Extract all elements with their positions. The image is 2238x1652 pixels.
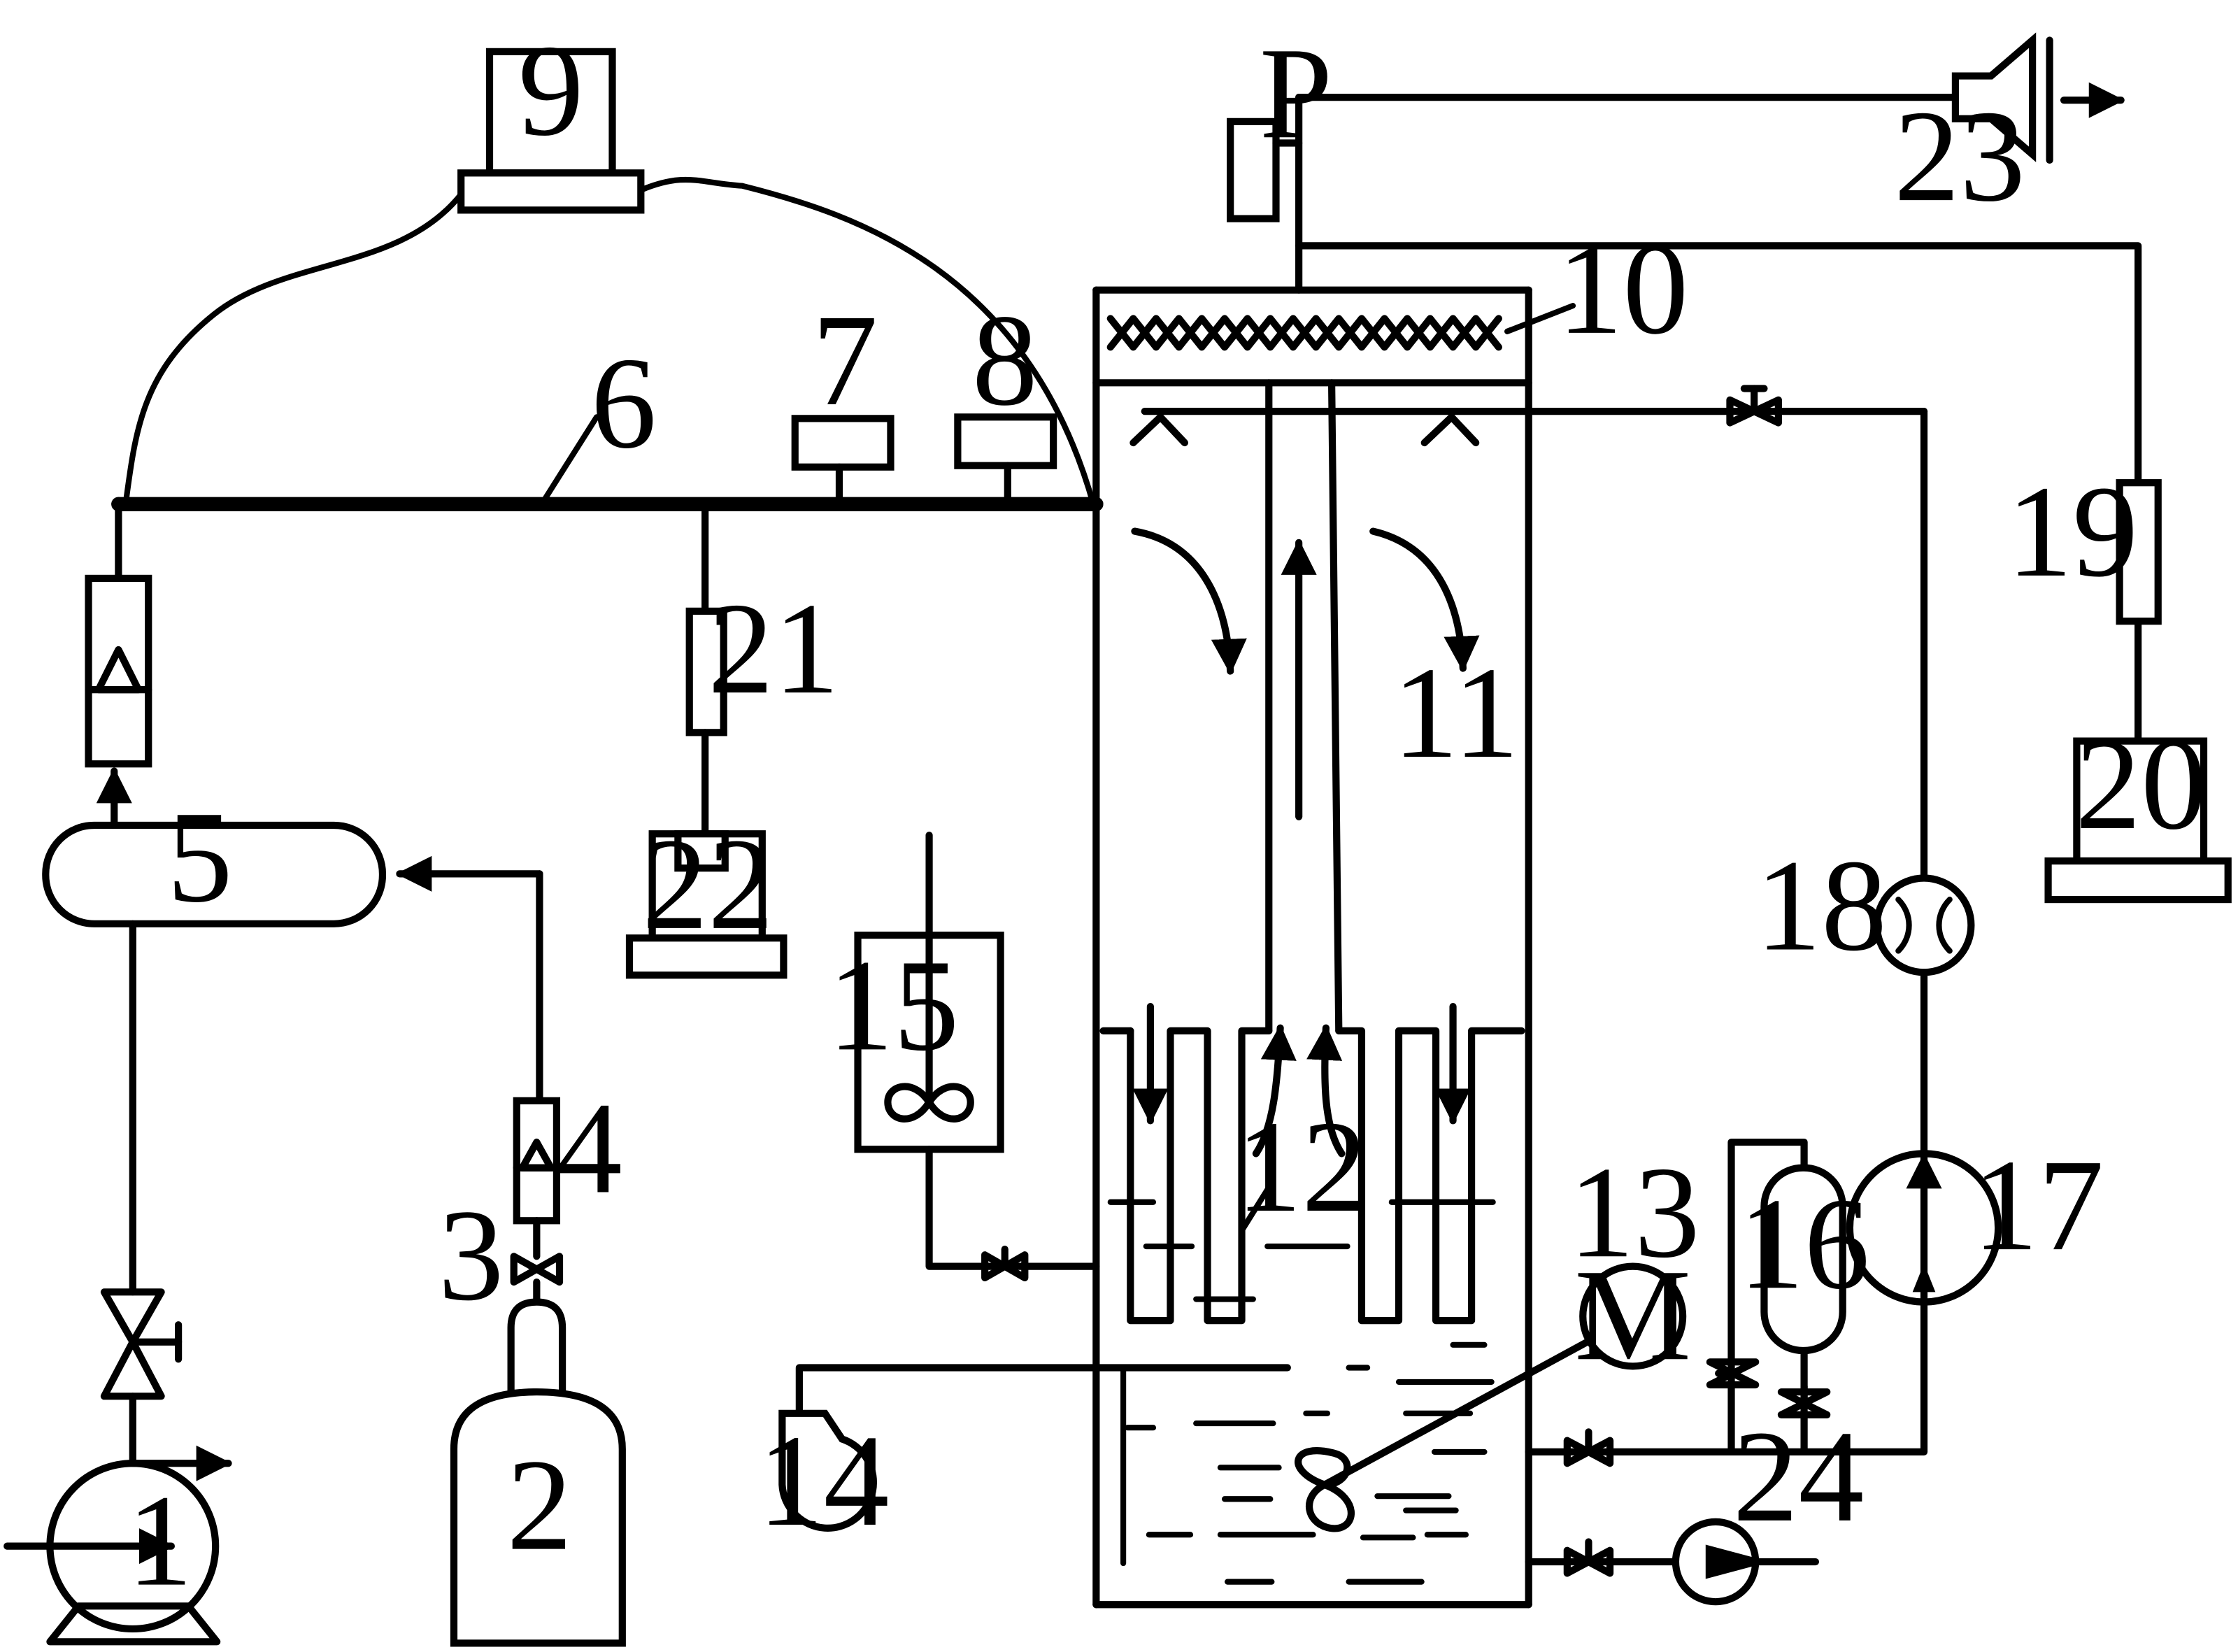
pump-24: 24	[1672, 1404, 1865, 1606]
mixing-tank-5: 5	[42, 784, 387, 930]
accumulator-16: 16	[1706, 1138, 1870, 1456]
pressure-gauge-p: P	[1227, 20, 1332, 294]
svg-text:10: 10	[1558, 216, 1689, 362]
probe-21: 21	[685, 500, 839, 839]
svg-text:19: 19	[2007, 459, 2138, 604]
data-cable-right	[638, 176, 1097, 507]
demister-10: 10	[1106, 216, 1689, 362]
svg-text:22: 22	[642, 811, 774, 957]
liquid-level	[1120, 1341, 1495, 1585]
stirred-tank-15: 15	[828, 832, 1100, 1282]
svg-text:8: 8	[972, 287, 1038, 433]
draft-tube	[1265, 379, 1343, 1034]
rotameter-4: 4	[513, 1075, 622, 1225]
svg-text:4: 4	[557, 1075, 622, 1220]
sensor-8: 8	[954, 287, 1057, 508]
balance-22: 22	[625, 811, 787, 979]
label-6: 6	[591, 330, 657, 476]
svg-text:16: 16	[1739, 1171, 1870, 1316]
pump-17: 17	[1846, 1132, 2104, 1306]
control-valve	[100, 1288, 183, 1400]
reactor-column	[1092, 286, 1532, 1609]
alarm-horn-23: 23	[1894, 32, 2125, 229]
analyzer-19: 19	[2007, 459, 2162, 745]
computer-20: 20	[2044, 711, 2232, 904]
svg-text:3: 3	[439, 1183, 504, 1328]
air-pump-1: 1	[3, 1445, 232, 1646]
flowmeter-18: 18	[1755, 833, 1975, 978]
rotameter-main	[85, 500, 152, 829]
flow-arrows-11: 11	[1131, 527, 1519, 785]
svg-text:9: 9	[518, 17, 584, 163]
svg-text:12: 12	[1236, 1094, 1367, 1239]
baffles-12: 12	[1099, 1003, 1525, 1325]
svg-text:21: 21	[708, 576, 839, 721]
level-probe-14: 14	[758, 1364, 1291, 1553]
gas-cylinder-2: 2	[450, 1298, 626, 1647]
svg-text:7: 7	[812, 287, 878, 433]
svg-text:2: 2	[506, 1432, 572, 1578]
svg-text:M: M	[1574, 1242, 1691, 1388]
spray-line	[1129, 385, 1928, 447]
data-cable-left	[122, 191, 464, 507]
sensor-7: 7	[791, 287, 895, 508]
svg-text:15: 15	[828, 932, 960, 1078]
svg-text:13: 13	[1569, 1139, 1700, 1285]
svg-text:18: 18	[1755, 833, 1887, 978]
svg-text:11: 11	[1392, 640, 1519, 785]
svg-text:23: 23	[1894, 83, 2025, 229]
svg-text:P: P	[1260, 20, 1332, 166]
valve-3: 3	[439, 1183, 564, 1328]
svg-text:1: 1	[127, 1468, 193, 1614]
svg-text:5: 5	[167, 784, 233, 930]
motor-13: M 13	[1295, 1139, 1700, 1532]
svg-text:14: 14	[758, 1408, 890, 1553]
computer-9: 9	[457, 17, 645, 214]
svg-text:20: 20	[2075, 711, 2207, 857]
svg-text:24: 24	[1733, 1404, 1865, 1549]
svg-text:17: 17	[1972, 1132, 2104, 1278]
